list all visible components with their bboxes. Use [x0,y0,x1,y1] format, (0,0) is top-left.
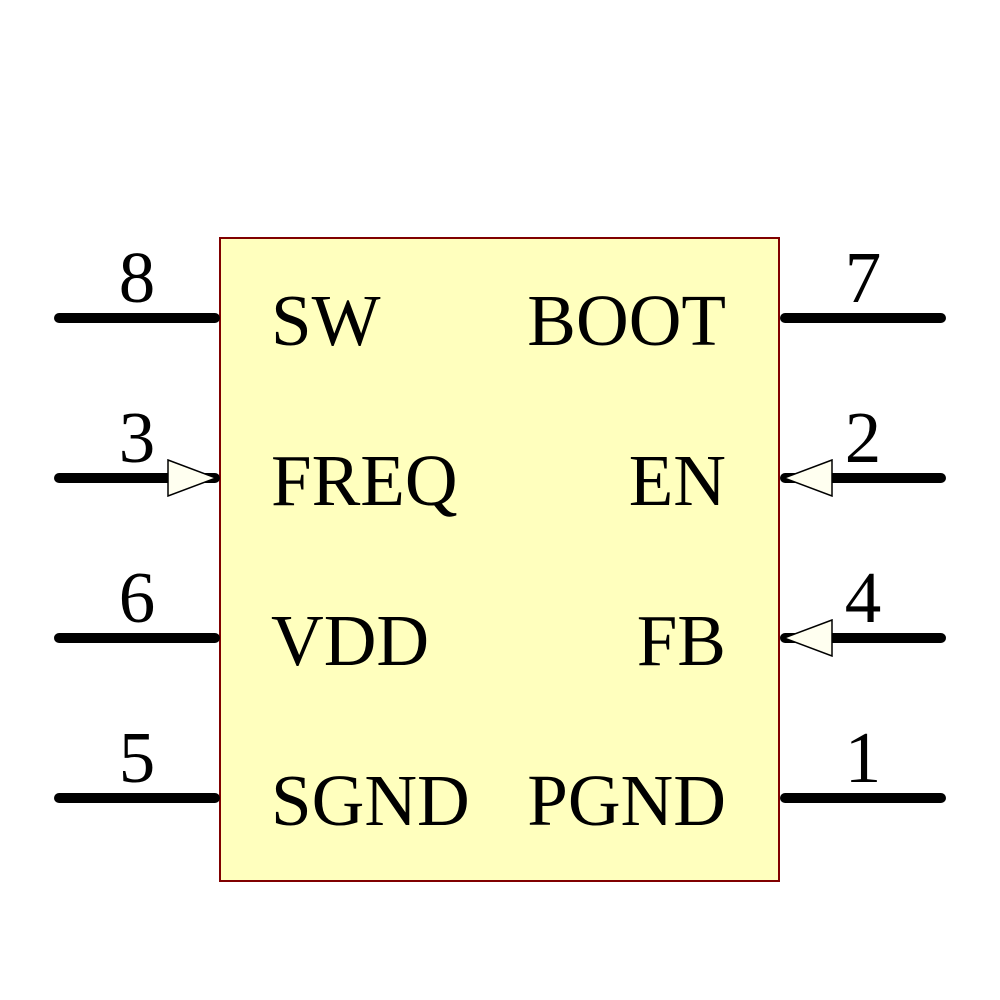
pin-number: 6 [118,557,156,638]
pin-label: EN [628,440,726,521]
pin-label: SGND [271,760,470,841]
pin-number: 1 [844,717,882,798]
chip-body [219,237,780,882]
pin-line [780,633,946,643]
pin-label: SW [271,280,381,361]
pin-line [780,473,946,483]
input-arrow-icon [783,619,833,657]
pin-number: 3 [118,397,156,478]
pin-number: 5 [118,717,156,798]
pin-number: 4 [844,557,882,638]
pin-line [54,633,220,643]
pin-number: 8 [118,237,156,318]
pin-line [54,793,220,803]
pin-label: PGND [527,760,726,841]
pin-label: VDD [271,600,430,681]
pin-number: 7 [844,237,882,318]
pin-line [54,473,220,483]
pin-line [54,313,220,323]
pin-line [780,793,946,803]
pin-label: BOOT [527,280,726,361]
pin-line [780,313,946,323]
input-arrow-icon [783,459,833,497]
input-arrow-icon [167,459,217,497]
pin-label: FREQ [271,440,458,521]
pin-number: 2 [844,397,882,478]
pin-label: FB [636,600,726,681]
